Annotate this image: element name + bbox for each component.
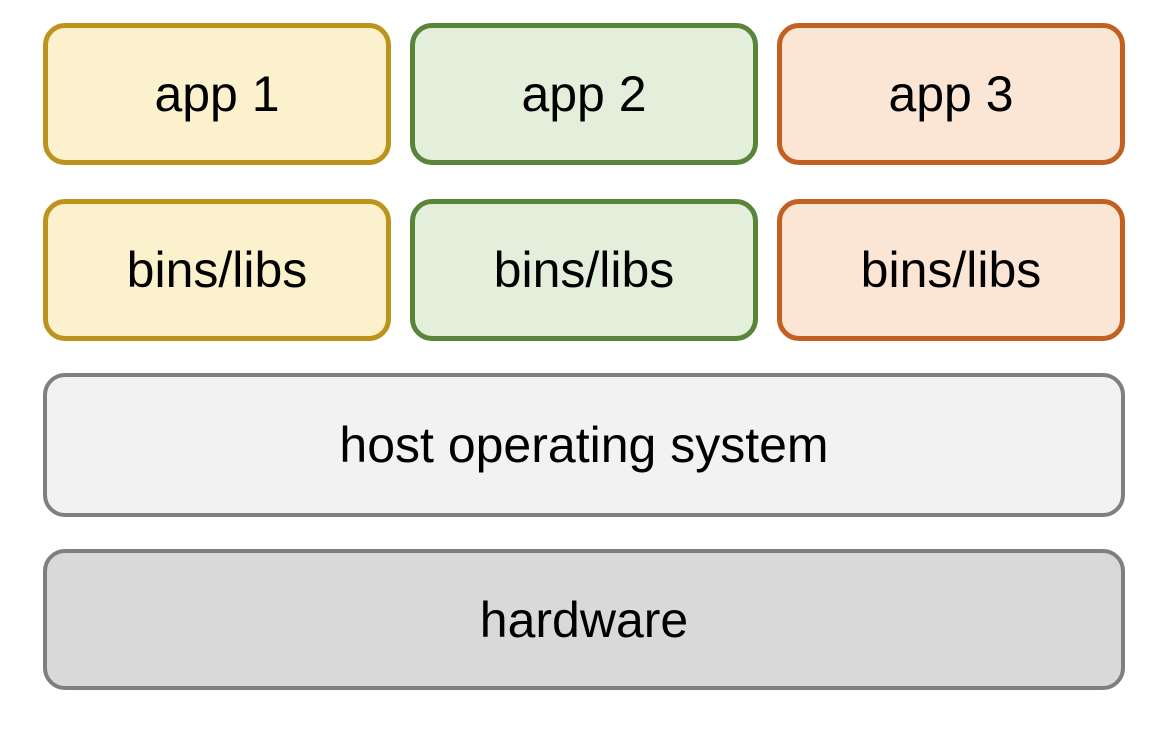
hardware-layer: hardware (43, 549, 1125, 690)
app-box-3: app 3 (777, 23, 1125, 165)
bins-libs-box-3: bins/libs (777, 199, 1125, 341)
app-box-1: app 1 (43, 23, 391, 165)
bins-libs-box-3-label: bins/libs (860, 242, 1042, 298)
container-stack-diagram: app 1 app 2 app 3 bins/libs bins/libs bi… (43, 23, 1125, 690)
bins-libs-box-2-label: bins/libs (493, 242, 675, 298)
bins-libs-box-1: bins/libs (43, 199, 391, 341)
apps-row: app 1 app 2 app 3 (43, 23, 1125, 165)
app-box-2-label: app 2 (521, 66, 647, 122)
bins-libs-box-1-label: bins/libs (126, 242, 308, 298)
bins-libs-row: bins/libs bins/libs bins/libs (43, 199, 1125, 341)
bins-libs-box-2: bins/libs (410, 199, 758, 341)
app-box-2: app 2 (410, 23, 758, 165)
app-box-1-label: app 1 (154, 66, 280, 122)
host-os-layer: host operating system (43, 373, 1125, 517)
hardware-label: hardware (479, 591, 689, 648)
host-os-label: host operating system (339, 417, 829, 473)
app-box-3-label: app 3 (888, 66, 1014, 122)
